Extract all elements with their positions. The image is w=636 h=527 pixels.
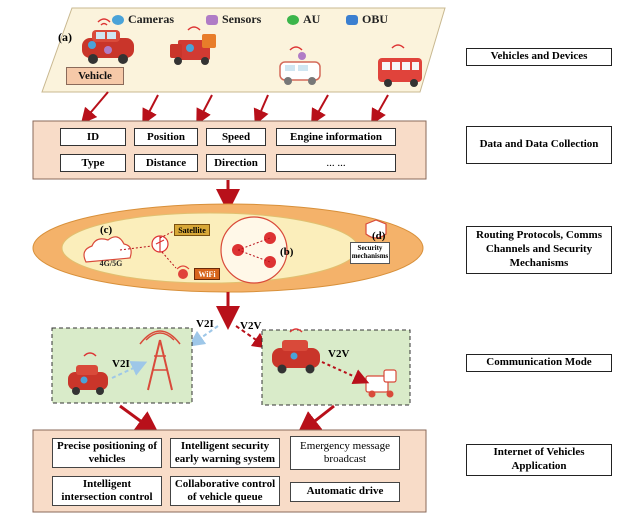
bus-icon bbox=[378, 44, 422, 87]
v2i-top-label: V2I bbox=[196, 318, 214, 330]
truck-icon-v2v bbox=[365, 369, 397, 398]
car-icon-v2i bbox=[68, 352, 108, 395]
legend-au: AU bbox=[287, 12, 320, 27]
legend-sensors: Sensors bbox=[206, 12, 261, 27]
wifi-label: WiFi bbox=[194, 268, 220, 280]
legend-obu-label: OBU bbox=[362, 12, 389, 26]
app-automatic-drive: Automatic drive bbox=[290, 482, 400, 502]
legend-obu: OBU bbox=[346, 12, 388, 27]
tag-c: (c) bbox=[100, 224, 113, 236]
vehicles-devices-panel bbox=[41, 7, 446, 93]
app-intersection-control: Intelligent intersection control bbox=[52, 476, 162, 506]
side-label-application: Internet of Vehicles Application bbox=[466, 444, 612, 476]
side-label-vehicles: Vehicles and Devices bbox=[466, 48, 612, 66]
car-icon-a bbox=[82, 18, 134, 64]
tag-d: (d) bbox=[372, 230, 386, 242]
field-speed: Speed bbox=[206, 128, 266, 146]
legend-au-label: AU bbox=[303, 12, 321, 26]
v2v-panel-label: V2V bbox=[328, 348, 350, 360]
legend-sensors-label: Sensors bbox=[222, 12, 262, 26]
satellite-label: Satellite bbox=[174, 224, 210, 236]
tower-icon bbox=[139, 330, 181, 391]
shield-icon bbox=[365, 219, 387, 239]
app-precise-positioning: Precise positioning of vehicles bbox=[52, 438, 162, 468]
field-type: Type bbox=[60, 154, 126, 172]
au-icon bbox=[287, 14, 299, 25]
v2i-panel-label: V2I bbox=[112, 358, 130, 370]
field-distance: Distance bbox=[134, 154, 198, 172]
app-security-warning: Intelligent security early warning syste… bbox=[170, 438, 280, 468]
field-more: ... ... bbox=[276, 154, 396, 172]
field-id: ID bbox=[60, 128, 126, 146]
vehicle-label: Vehicle bbox=[66, 67, 124, 85]
sensor-icon bbox=[206, 14, 218, 25]
satellite-node-icon bbox=[151, 235, 169, 253]
truck-icon bbox=[170, 26, 216, 65]
camera-icon bbox=[112, 14, 124, 25]
field-direction: Direction bbox=[206, 154, 266, 172]
cellular-label: 4G/5G bbox=[99, 258, 123, 268]
app-emergency-broadcast: Emergency message broadcast bbox=[290, 436, 400, 470]
field-engine: Engine information bbox=[276, 128, 396, 146]
routing-nodes-icon bbox=[220, 216, 288, 284]
car-icon-v2v bbox=[272, 328, 320, 374]
tag-b: (b) bbox=[280, 246, 294, 258]
wifi-icon bbox=[176, 265, 190, 279]
side-label-routing: Routing Protocols, Comms Channels and Se… bbox=[466, 226, 612, 274]
side-label-data: Data and Data Collection bbox=[466, 126, 612, 164]
obu-icon bbox=[346, 14, 358, 25]
security-label: Security mechanisms bbox=[350, 242, 390, 264]
van-icon bbox=[279, 46, 321, 85]
field-position: Position bbox=[134, 128, 198, 146]
legend-cameras-label: Cameras bbox=[128, 12, 174, 26]
tag-a: (a) bbox=[58, 30, 72, 44]
app-vehicle-queue: Collaborative control of vehicle queue bbox=[170, 476, 280, 506]
cloud-icon bbox=[83, 236, 132, 263]
v2v-top-label: V2V bbox=[240, 320, 262, 332]
legend-cameras: Cameras bbox=[112, 12, 174, 27]
side-label-comm: Communication Mode bbox=[466, 354, 612, 372]
